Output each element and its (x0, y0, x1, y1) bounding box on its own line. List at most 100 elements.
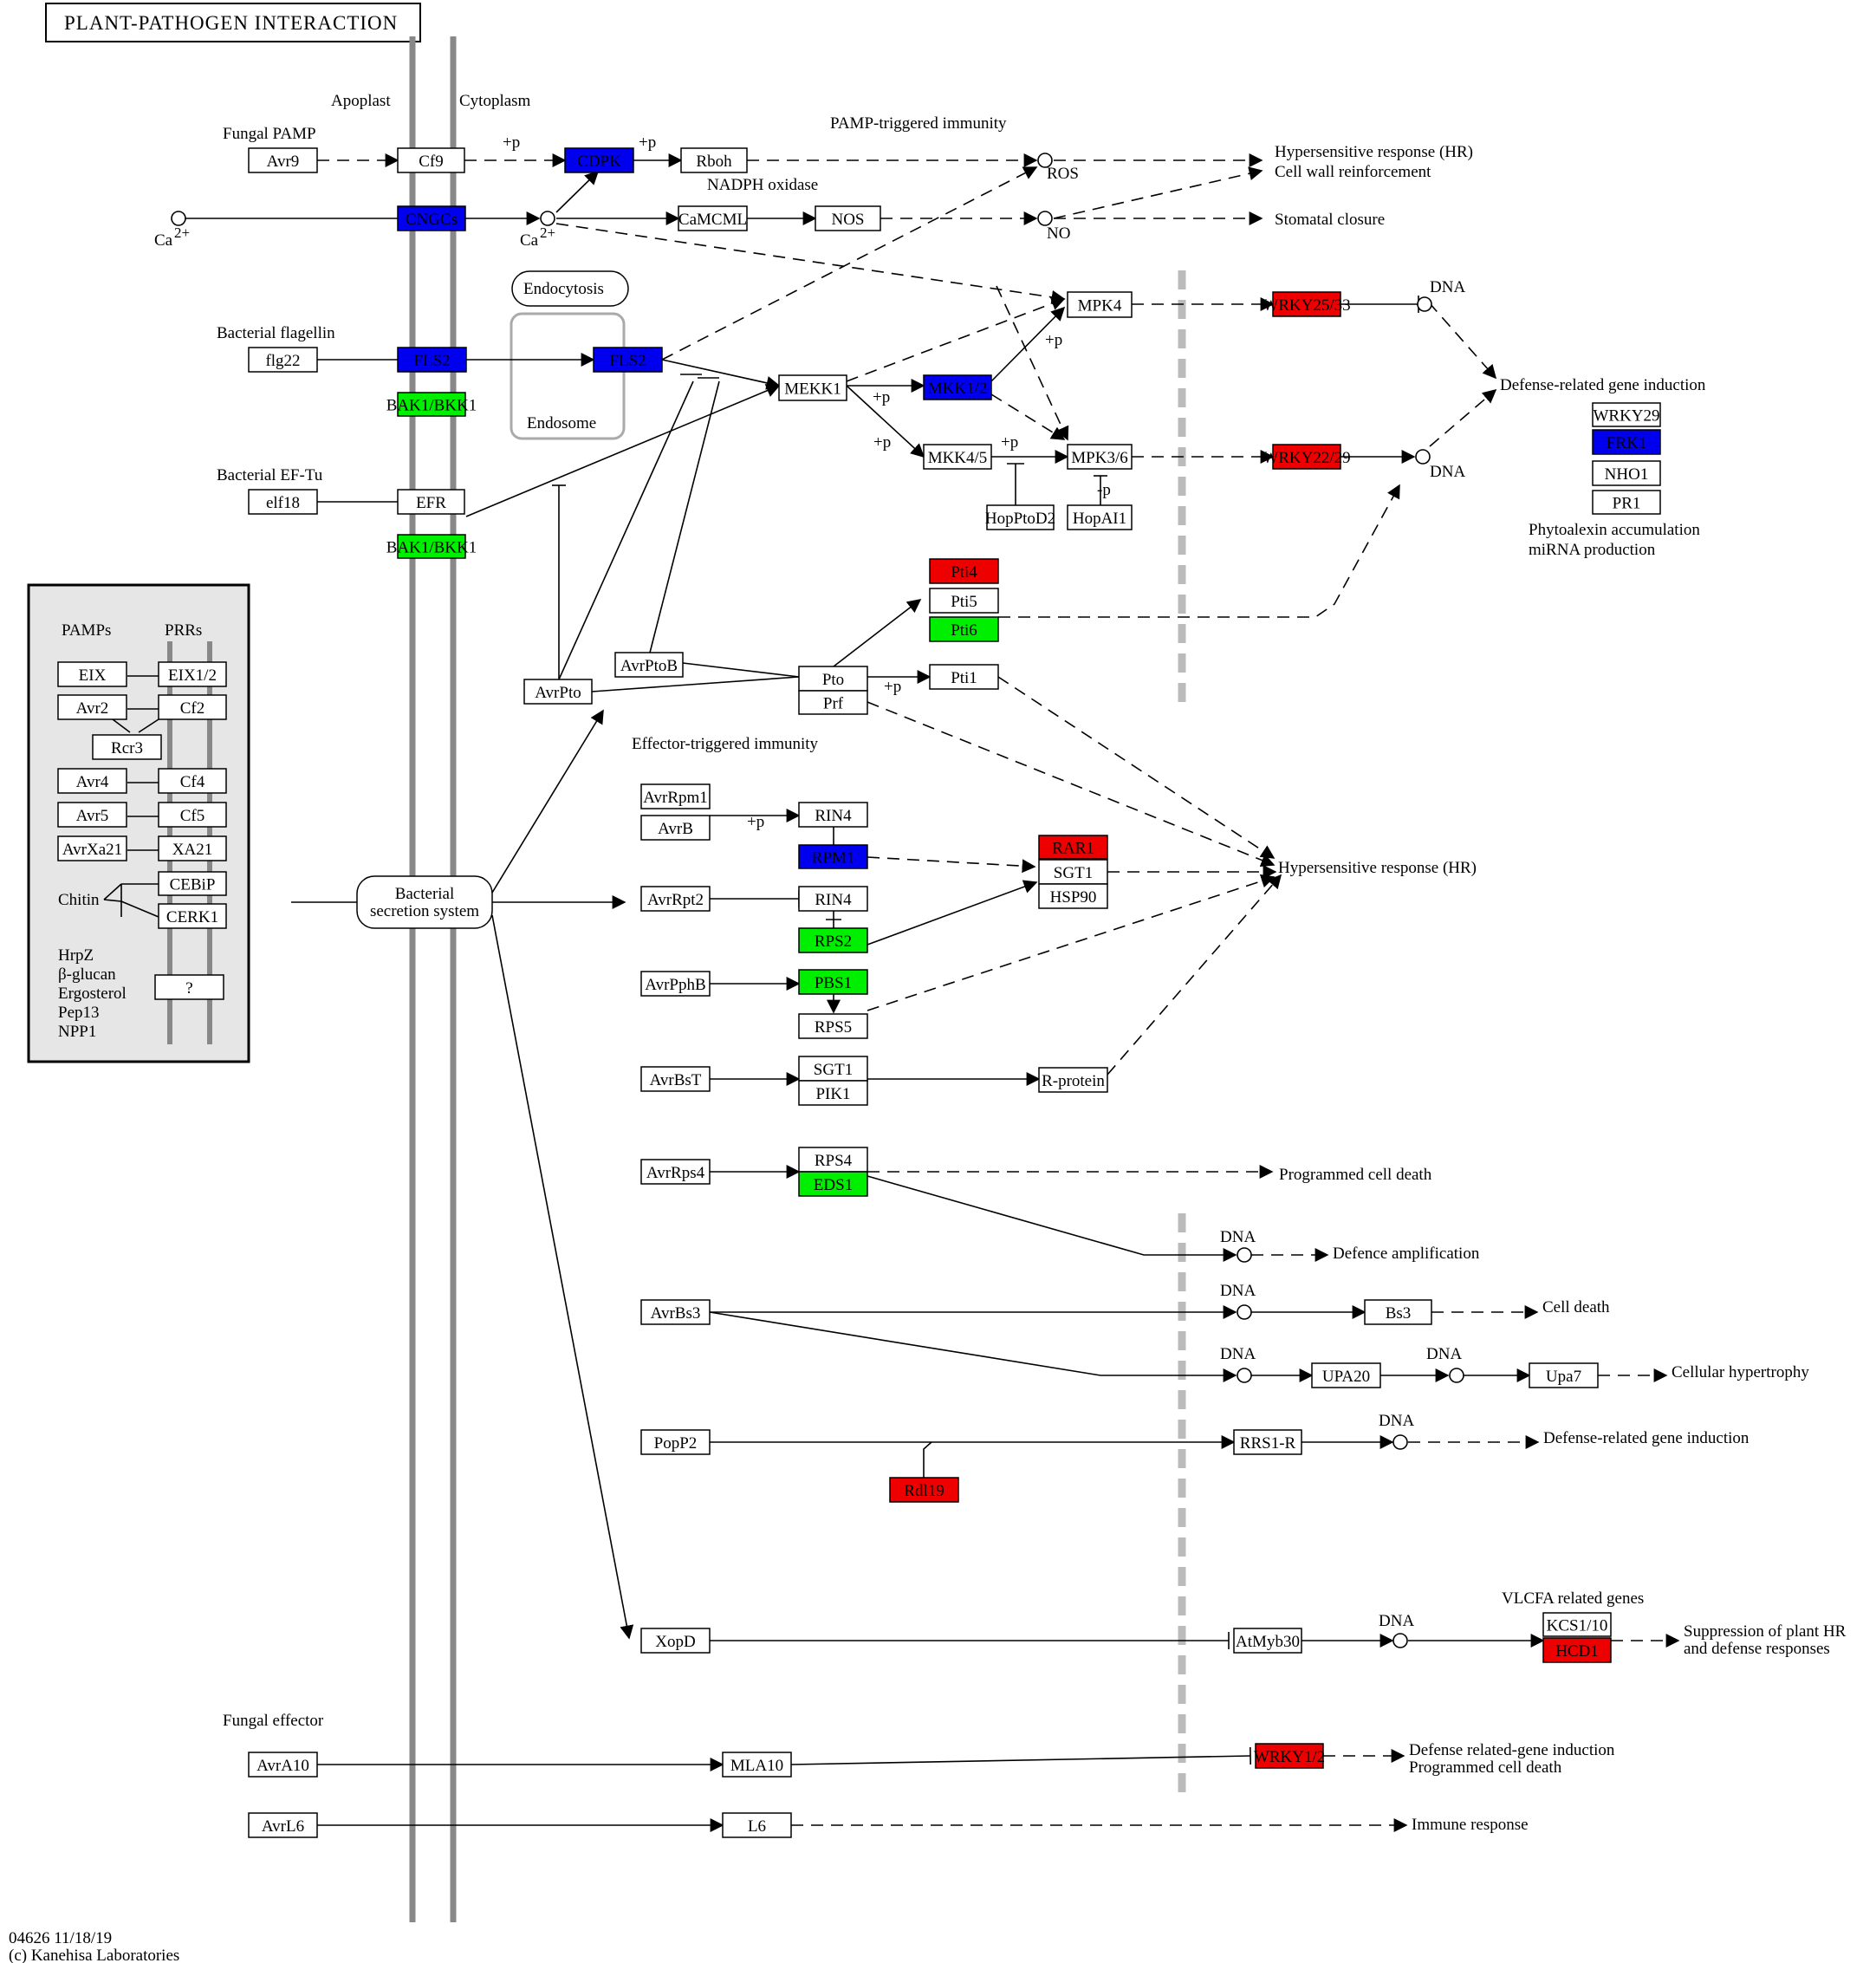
gene-node-eix1-2[interactable]: EIX1/2 (158, 661, 227, 687)
gene-node-box[interactable] (1038, 883, 1108, 909)
gene-node-mkk1-2[interactable]: MKK1/2 (923, 374, 992, 400)
gene-node-r-protein[interactable]: R-protein (1038, 1067, 1108, 1093)
gene-node-box[interactable] (158, 802, 227, 828)
gene-node-box[interactable] (57, 661, 127, 687)
gene-node-mekk1[interactable]: MEKK1 (778, 374, 847, 401)
gene-node-box[interactable] (1233, 1429, 1302, 1455)
gene-node-rps5[interactable]: RPS5 (798, 1013, 868, 1039)
gene-node-wrky29[interactable]: WRKY29 (1592, 402, 1661, 427)
gene-node-box[interactable] (248, 147, 318, 173)
gene-node-upa20[interactable]: UPA20 (1311, 1362, 1381, 1388)
gene-node-xa21[interactable]: XA21 (158, 835, 227, 861)
gene-node-cf9[interactable]: Cf9 (397, 147, 465, 173)
gene-node-cf4[interactable]: Cf4 (158, 768, 227, 794)
gene-node-pik1[interactable]: PIK1 (798, 1080, 868, 1106)
gene-node-box[interactable] (798, 1013, 868, 1039)
gene-node-box[interactable] (778, 374, 847, 401)
gene-node-box[interactable] (397, 147, 465, 173)
gene-node-box[interactable] (640, 1159, 711, 1185)
gene-node-box[interactable] (248, 347, 318, 373)
gene-node-eix[interactable]: EIX (57, 661, 127, 687)
gene-node-avrbs3[interactable]: AvrBs3 (640, 1299, 711, 1325)
gene-node-l6[interactable]: L6 (722, 1812, 792, 1838)
gene-node-wrky25-33[interactable]: WRKY25/33 (1263, 291, 1351, 317)
gene-node-avrpphb[interactable]: AvrPphB (640, 971, 711, 997)
gene-node-xopd[interactable]: XopD (640, 1628, 711, 1654)
gene-node-box[interactable] (640, 971, 711, 997)
gene-node-elf18[interactable]: elf18 (248, 489, 318, 515)
gene-node-box[interactable] (986, 504, 1055, 530)
gene-node-rar1[interactable]: RAR1 (1038, 835, 1108, 860)
gene-node-hsp90[interactable]: HSP90 (1038, 883, 1108, 909)
gene-node-popp2[interactable]: PopP2 (640, 1429, 711, 1455)
gene-node-avrl6[interactable]: AvrL6 (248, 1812, 318, 1838)
gene-node-box[interactable] (929, 558, 999, 584)
gene-node-box[interactable] (798, 1147, 868, 1173)
gene-node-rin4[interactable]: RIN4 (798, 802, 868, 828)
gene-node-box[interactable] (158, 871, 227, 896)
gene-node-box[interactable] (1364, 1299, 1432, 1325)
gene-node-avrbst[interactable]: AvrBsT (640, 1066, 711, 1092)
gene-node-bak1-bkk1[interactable]: BAK1/BKK1 (386, 534, 477, 559)
gene-node-cf5[interactable]: Cf5 (158, 802, 227, 828)
gene-node-bs3[interactable]: Bs3 (1364, 1299, 1432, 1325)
gene-node-efr[interactable]: EFR (397, 489, 465, 515)
gene-node-box[interactable] (923, 374, 992, 400)
gene-node-wrky1-2[interactable]: WRKY1/2 (1254, 1743, 1325, 1769)
gene-node-box[interactable] (1592, 490, 1661, 515)
gene-node-box[interactable] (923, 444, 992, 470)
gene-node-box[interactable] (722, 1752, 792, 1778)
gene-node-box[interactable] (248, 489, 318, 515)
gene-node-box[interactable] (158, 694, 227, 720)
gene-node-avr2[interactable]: Avr2 (57, 694, 127, 720)
gene-node-box[interactable] (1592, 429, 1661, 455)
gene-node-box[interactable] (798, 1171, 868, 1197)
gene-node-box[interactable] (57, 694, 127, 720)
gene-node-rboh[interactable]: Rboh (680, 147, 748, 173)
gene-node-pto[interactable]: Pto (798, 666, 868, 692)
gene-node-avrrpm1[interactable]: AvrRpm1 (640, 783, 711, 809)
gene-node-box[interactable] (1272, 291, 1341, 317)
gene-node-box[interactable] (680, 147, 748, 173)
gene-node-box[interactable] (722, 1812, 792, 1838)
gene-node-box[interactable] (1255, 1743, 1324, 1769)
gene-node-wrky22-29[interactable]: WRKY22/29 (1263, 444, 1351, 470)
gene-node-rpm1[interactable]: RPM1 (798, 844, 868, 869)
gene-node-rrs1-r[interactable]: RRS1-R (1233, 1429, 1302, 1455)
gene-node-box[interactable] (798, 690, 868, 715)
gene-node-hopptod2[interactable]: HopPtoD2 (985, 504, 1055, 530)
gene-node-box[interactable] (798, 886, 868, 912)
gene-node-mkk4-5[interactable]: MKK4/5 (923, 444, 992, 470)
gene-node-atmyb30[interactable]: AtMyb30 (1233, 1628, 1302, 1654)
gene-node-avrrpt2[interactable]: AvrRpt2 (640, 886, 711, 912)
gene-node-box[interactable] (798, 802, 868, 828)
gene-node-box[interactable] (798, 844, 868, 869)
gene-node-avrpto[interactable]: AvrPto (523, 679, 593, 705)
gene-node-box[interactable] (92, 734, 162, 760)
gene-node-box[interactable] (57, 802, 127, 828)
gene-node-mpk4[interactable]: MPK4 (1067, 291, 1133, 318)
gene-node-avr4[interactable]: Avr4 (57, 768, 127, 794)
gene-node-box[interactable] (1067, 291, 1133, 318)
gene-node-kcs1-10[interactable]: KCS1/10 (1542, 1612, 1612, 1637)
gene-node-box[interactable] (248, 1752, 318, 1778)
gene-node-box[interactable] (1542, 1612, 1612, 1637)
gene-node-pti5[interactable]: Pti5 (929, 588, 999, 614)
gene-node-avrptob[interactable]: AvrPtoB (614, 652, 684, 678)
gene-node-box[interactable] (929, 616, 999, 642)
gene-node-rps4[interactable]: RPS4 (798, 1147, 868, 1173)
gene-node-sgt1[interactable]: SGT1 (798, 1056, 868, 1082)
gene-node-box[interactable] (929, 588, 999, 614)
gene-node-box[interactable] (798, 927, 868, 953)
gene-node-box[interactable] (158, 835, 227, 861)
gene-node-box[interactable] (57, 835, 127, 861)
gene-node-avrxa21[interactable]: AvrXa21 (57, 835, 127, 861)
gene-node-eds1[interactable]: EDS1 (798, 1171, 868, 1197)
gene-node-box[interactable] (678, 205, 748, 231)
gene-node-bak1-bkk1[interactable]: BAK1/BKK1 (386, 392, 477, 417)
gene-node-avr9[interactable]: Avr9 (248, 147, 318, 173)
gene-node-box[interactable] (798, 969, 868, 995)
gene-node-box[interactable] (640, 815, 711, 841)
gene-node-box[interactable] (798, 1080, 868, 1106)
gene-node-box[interactable] (397, 534, 466, 559)
